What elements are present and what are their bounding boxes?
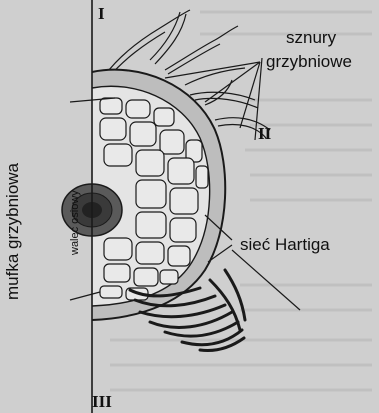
roman-label-ii: II [258,124,271,144]
roman-label-i: I [98,4,105,24]
label-mufka-grzybniowa: mufka grzybniowa [3,163,23,300]
label-siec-hartiga: sieć Hartiga [240,235,330,255]
roman-label-iii: III [92,392,112,412]
label-grzybniowe: grzybniowe [266,52,352,72]
label-walec-osiowy: walec osiowy [69,190,81,255]
label-sznury: sznury [286,28,336,48]
